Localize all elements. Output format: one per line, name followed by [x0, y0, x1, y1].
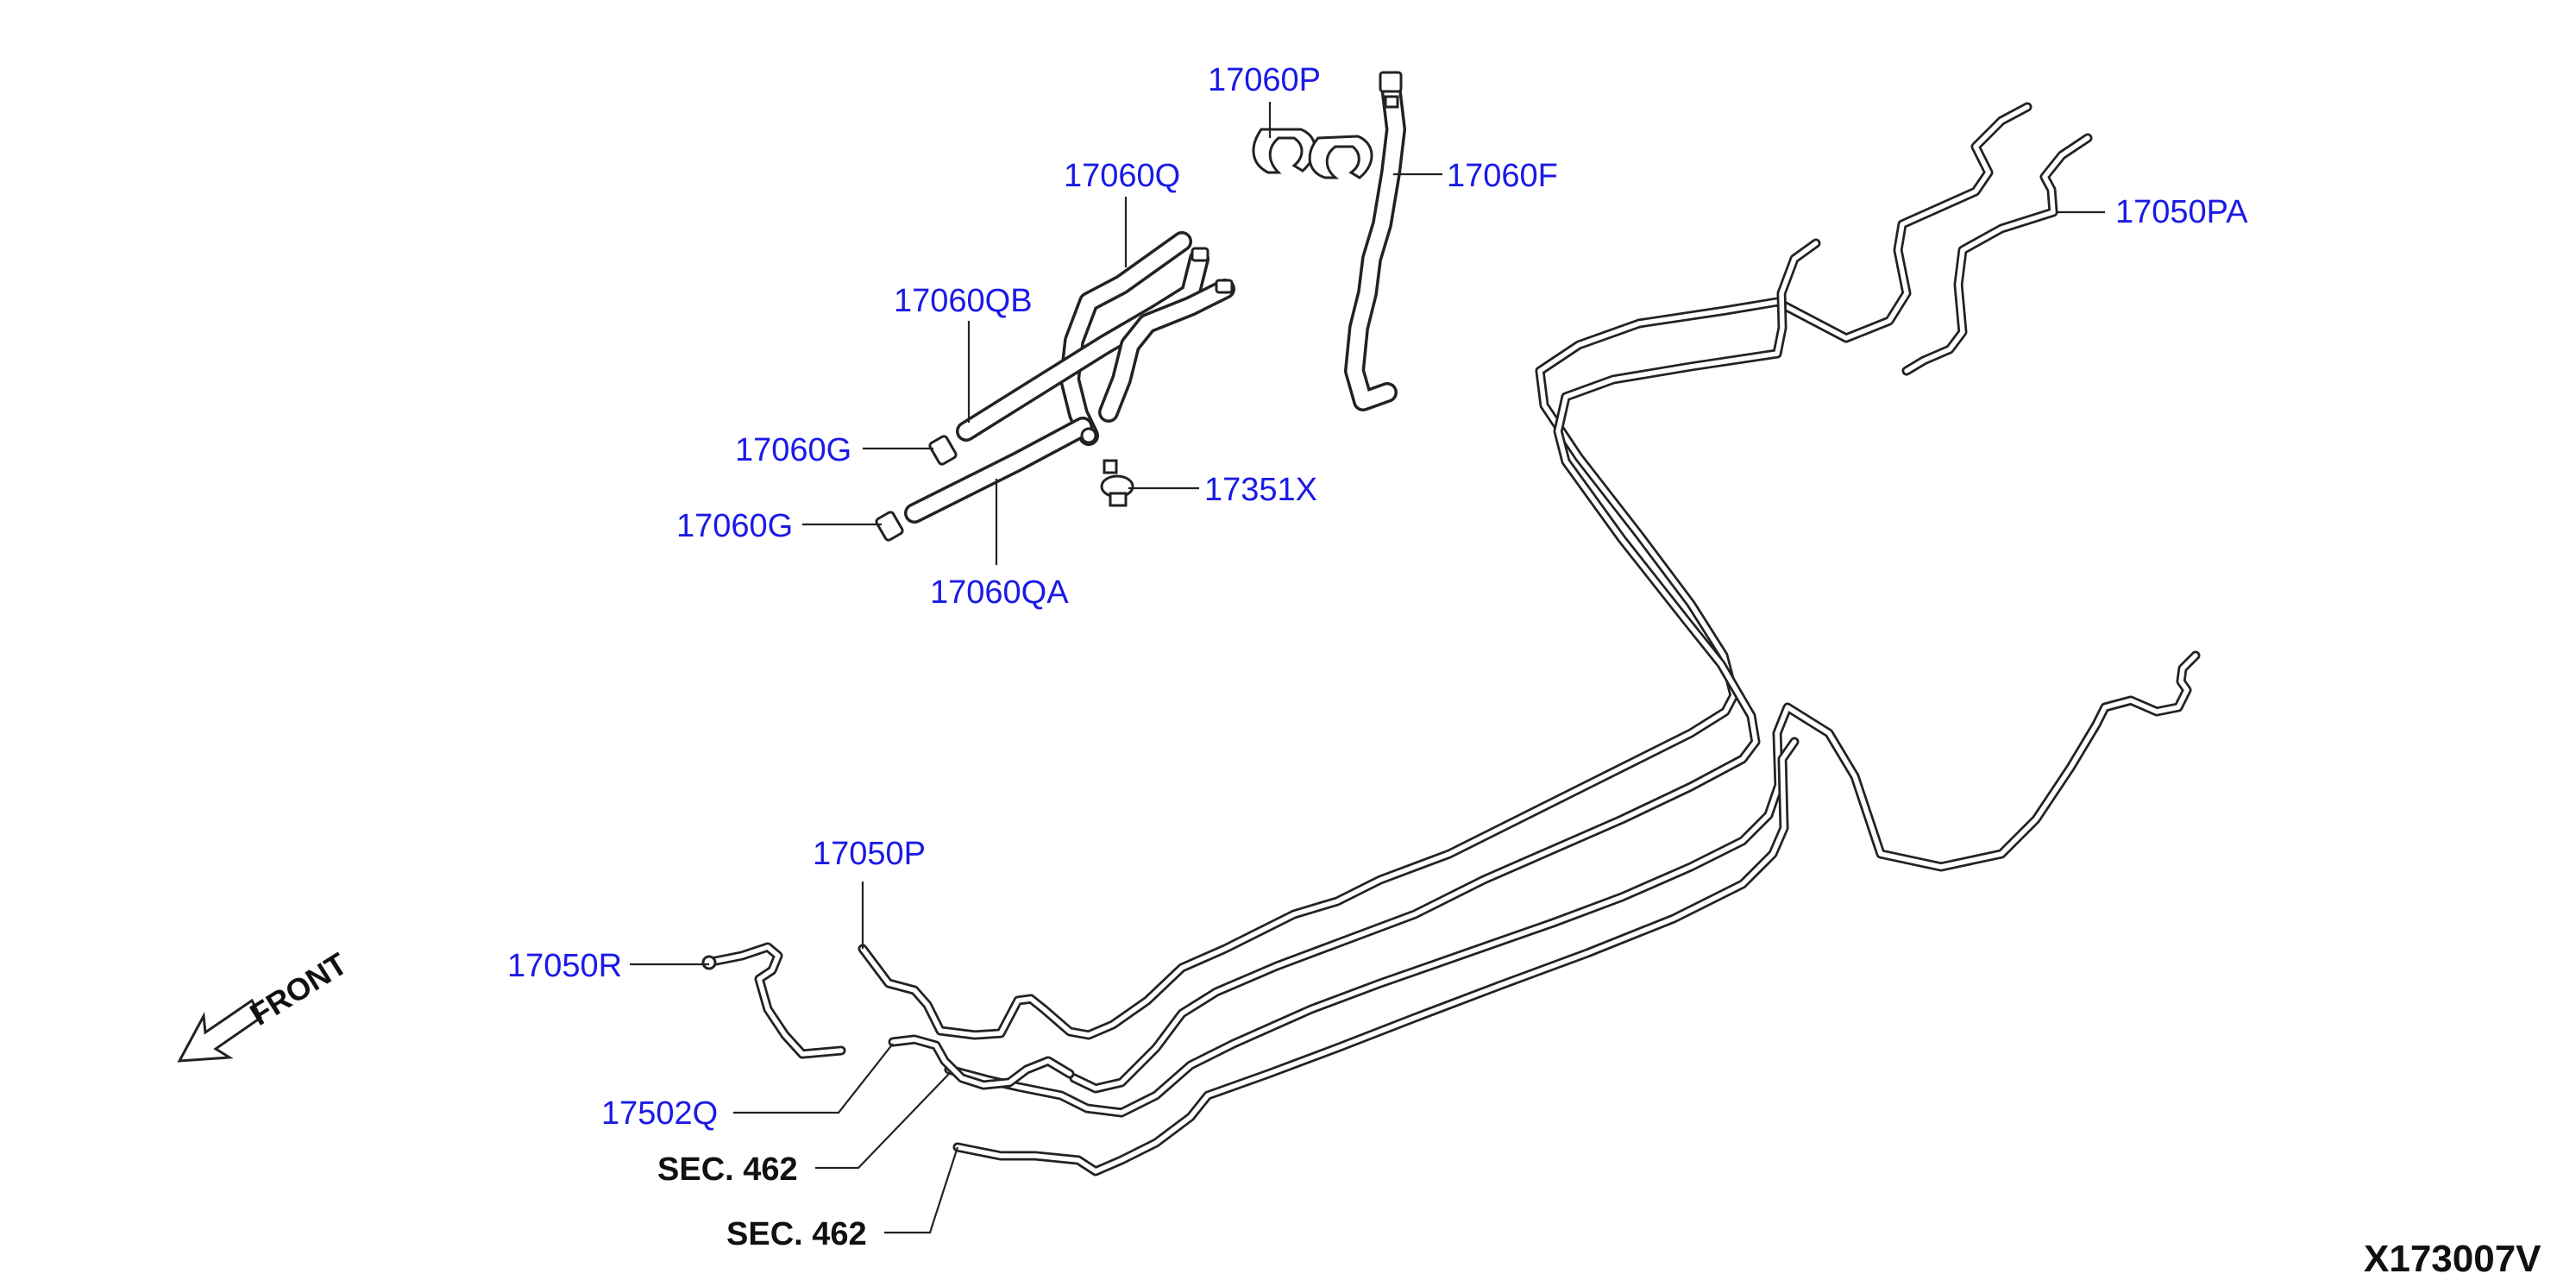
label-17060QB: 17060QB	[894, 283, 1033, 319]
label-17050PA: 17050PA	[2115, 194, 2248, 230]
hose-group	[904, 231, 1235, 524]
diagram-id: X173007V	[2364, 1238, 2541, 1280]
grommet-17351X	[1100, 459, 1134, 507]
tube-sec462-upper	[944, 650, 2201, 1118]
label-17050P: 17050P	[813, 836, 926, 872]
label-17060G-lower: 17060G	[676, 508, 793, 544]
label-17351X: 17351X	[1204, 472, 1317, 508]
clip-17060P	[1252, 128, 1373, 179]
leader-lines	[630, 102, 2105, 1234]
clamp-17060G-upper	[928, 435, 958, 466]
part-labels: 17060P 17060Q 17060F 17050PA 17060QB 170…	[507, 62, 2248, 1252]
label-17060Q: 17060Q	[1064, 158, 1180, 194]
clamp-17060G-lower	[875, 511, 904, 542]
filler-tube-17060F	[1344, 71, 1406, 411]
label-sec462-lower: SEC. 462	[726, 1216, 867, 1252]
label-17502Q: 17502Q	[601, 1095, 718, 1132]
joint-clips	[701, 247, 1234, 970]
label-sec462-upper: SEC. 462	[657, 1151, 798, 1188]
front-label: FRONT	[244, 945, 354, 1032]
front-arrow: FRONT	[177, 945, 354, 1063]
label-17060F: 17060F	[1447, 158, 1558, 194]
main-tube-bundle	[707, 102, 2201, 1176]
label-17060P: 17060P	[1208, 62, 1321, 98]
label-17060G-upper: 17060G	[735, 432, 851, 468]
label-17050R: 17050R	[507, 948, 622, 984]
label-17060QA: 17060QA	[930, 574, 1069, 611]
